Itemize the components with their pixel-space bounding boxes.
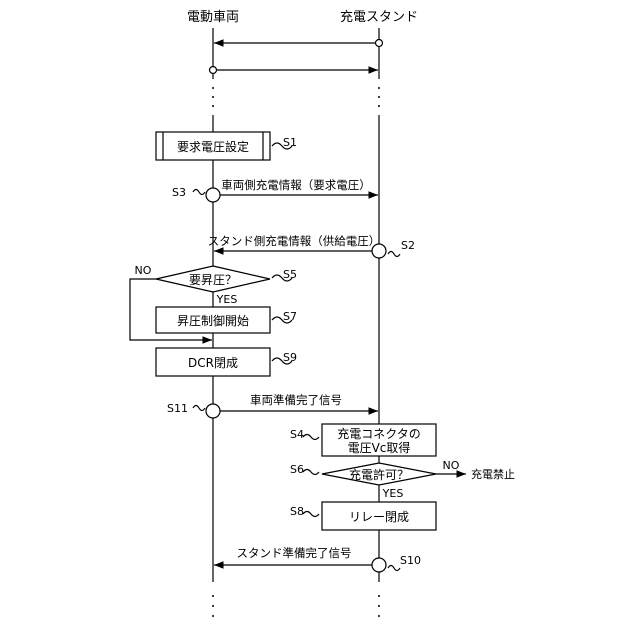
s9-process-box: DCR閉成 [156,348,270,376]
s3-message-label: 車両側充電情報（要求電圧） [221,178,371,192]
s6-no-branch: NO 充電禁止 [436,459,515,481]
s6-leader [303,470,319,475]
s7-box-label: 昇圧制御開始 [177,313,249,328]
step-s9: S9 [283,351,297,364]
s9-box-label: DCR閉成 [188,356,238,370]
s4-box-line1: 充電コネクタの [337,426,421,441]
s4-box-line2: 電圧Vc取得 [348,440,411,455]
s1-process-box: 要求電圧設定 [156,132,270,160]
s6-decision-label: 充電許可？ [349,467,409,482]
s5-decision-label: 要昇圧？ [189,273,237,287]
lane-vehicle-title: 電動車両 [187,10,239,25]
step-s3: S3 [172,186,186,199]
step-s6: S6 [290,463,304,476]
s5-decision-diamond: 要昇圧？ [156,266,270,292]
lane-station-title: 充電スタンド [340,9,418,25]
s2-leader [388,252,400,257]
s7-process-box: 昇圧制御開始 [156,307,270,333]
initial-arrow-to-station [210,67,379,74]
s8-process-box: リレー閉成 [322,502,436,530]
step-s5: S5 [283,268,297,281]
s5-yes-label: YES [216,293,238,306]
s11-leader [193,406,205,411]
step-s1: S1 [283,136,297,149]
s6-decision-diamond: 充電許可？ [322,463,436,485]
s11-message: 車両準備完了信号 [206,393,378,418]
s6-yes-label: YES [382,487,404,500]
initial-arrow-to-vehicle [214,40,383,47]
step-s11: S11 [167,402,188,415]
s2-message-label: スタンド側充電情報（供給電圧） [208,234,381,248]
step-s7: S7 [283,310,297,323]
s3-leader [193,190,205,195]
s2-message: スタンド側充電情報（供給電圧） [208,234,386,258]
step-s4: S4 [290,428,304,441]
s1-box-label: 要求電圧設定 [177,139,249,154]
s8-leader [303,512,319,517]
charge-prohibited-label: 充電禁止 [471,467,515,481]
s4-process-box: 充電コネクタの 電圧Vc取得 [322,424,436,456]
s3-message: 車両側充電情報（要求電圧） [206,178,378,202]
step-s10: S10 [400,554,421,567]
s8-box-label: リレー閉成 [349,510,409,524]
s5-no-label: NO [135,264,152,277]
s11-message-label: 車両準備完了信号 [250,393,342,407]
step-s2: S2 [401,239,415,252]
s10-leader [388,566,400,571]
step-s8: S8 [290,505,304,518]
s10-message-label: スタンド準備完了信号 [237,546,352,560]
s10-message: スタンド準備完了信号 [214,546,386,572]
s6-no-label: NO [443,459,460,472]
s4-leader [303,435,319,440]
